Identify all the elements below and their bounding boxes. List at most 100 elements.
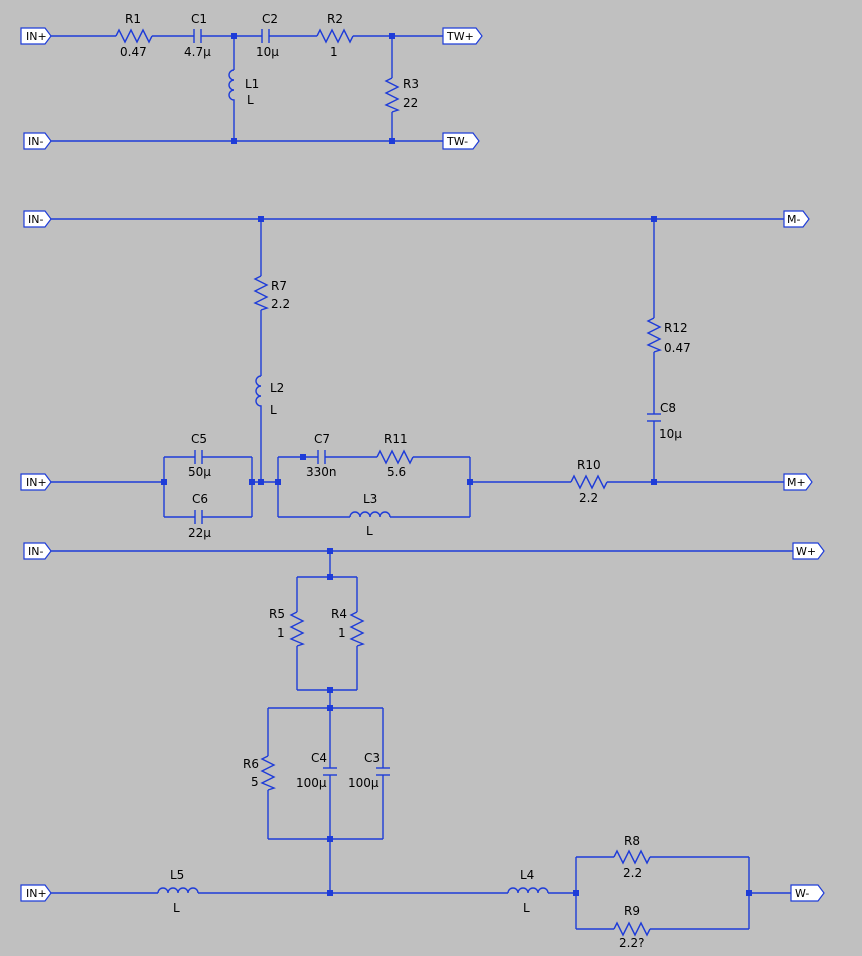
- inductor-l4[interactable]: L4 L: [507, 868, 549, 915]
- r11-value: 5.6: [387, 465, 406, 479]
- port-label: IN-: [28, 135, 43, 148]
- r2-value: 1: [330, 45, 338, 59]
- port-label: TW-: [446, 135, 468, 148]
- woofer-wires: [51, 550, 793, 930]
- port-m-minus[interactable]: M-: [783, 210, 810, 228]
- c4-value: 100μ: [296, 776, 327, 790]
- c6-ref: C6: [192, 492, 208, 506]
- r6-ref: R6: [243, 757, 259, 771]
- port-label: IN+: [26, 30, 47, 43]
- r5-ref: R5: [269, 607, 285, 621]
- capacitor-c8[interactable]: C8 10μ: [647, 401, 682, 441]
- inductor-l2[interactable]: L2 L: [255, 375, 284, 417]
- c3-ref: C3: [364, 751, 380, 765]
- port-w-minus[interactable]: W-: [790, 884, 825, 902]
- c6-value: 22μ: [188, 526, 211, 540]
- r10-value: 2.2: [579, 491, 598, 505]
- capacitor-c3[interactable]: C3 100μ: [348, 751, 390, 790]
- r7-ref: R7: [271, 279, 287, 293]
- l1-ref: L1: [245, 77, 259, 91]
- resistor-r1[interactable]: R1 0.47: [115, 12, 153, 59]
- r8-value: 2.2: [623, 866, 642, 880]
- l5-value: L: [173, 901, 180, 915]
- port-label: IN+: [26, 887, 47, 900]
- resistor-r9[interactable]: R9 2.2?: [613, 904, 651, 950]
- port-w-plus[interactable]: W+: [792, 542, 825, 560]
- r6-value: 5: [251, 775, 259, 789]
- port-label: IN-: [28, 213, 43, 226]
- port-in-minus-woofer[interactable]: IN-: [23, 542, 52, 560]
- capacitor-c7[interactable]: C7 330n: [306, 432, 337, 479]
- r1-value: 0.47: [120, 45, 147, 59]
- woofer-junctions: [327, 548, 752, 896]
- r1-ref: R1: [125, 12, 141, 26]
- resistor-r8[interactable]: R8 2.2: [613, 834, 651, 880]
- capacitor-c6[interactable]: C6 22μ: [188, 492, 211, 540]
- r2-ref: R2: [327, 12, 343, 26]
- inductor-l3[interactable]: L3 L: [349, 492, 391, 538]
- r5-value: 1: [277, 626, 285, 640]
- r8-ref: R8: [624, 834, 640, 848]
- r4-value: 1: [338, 626, 346, 640]
- resistor-r5[interactable]: R5 1: [269, 607, 305, 647]
- l2-ref: L2: [270, 381, 284, 395]
- resistor-r7[interactable]: R7 2.2: [253, 275, 290, 311]
- port-label: M+: [787, 476, 806, 489]
- r12-ref: R12: [664, 321, 688, 335]
- r10-ref: R10: [577, 458, 601, 472]
- c1-ref: C1: [191, 12, 207, 26]
- tweeter-wires: [51, 35, 443, 142]
- port-label: W-: [795, 887, 809, 900]
- c8-ref: C8: [660, 401, 676, 415]
- resistor-r4[interactable]: R4 1: [331, 607, 365, 647]
- resistor-r3[interactable]: R3 22: [384, 77, 419, 113]
- resistor-r6[interactable]: R6 5: [243, 755, 276, 791]
- resistor-r12[interactable]: R12 0.47: [646, 317, 691, 355]
- c4-ref: C4: [311, 751, 327, 765]
- port-in-plus-tweeter[interactable]: IN+: [20, 27, 52, 45]
- mid-wires: [51, 218, 784, 518]
- r12-value: 0.47: [664, 341, 691, 355]
- r7-value: 2.2: [271, 297, 290, 311]
- r4-ref: R4: [331, 607, 347, 621]
- capacitor-c2[interactable]: C2 10μ: [256, 12, 279, 59]
- capacitor-c5[interactable]: C5 50μ: [188, 432, 211, 479]
- resistor-r10[interactable]: R10 2.2: [570, 458, 608, 505]
- inductor-l1[interactable]: L1 L: [228, 69, 259, 107]
- port-label: TW+: [446, 30, 474, 43]
- r9-value: 2.2?: [619, 936, 644, 950]
- l3-ref: L3: [363, 492, 377, 506]
- c1-value: 4.7μ: [184, 45, 211, 59]
- c3-value: 100μ: [348, 776, 379, 790]
- port-in-minus-mid[interactable]: IN-: [23, 210, 52, 228]
- l1-value: L: [247, 93, 254, 107]
- inductor-l5[interactable]: L5 L: [157, 868, 199, 915]
- c5-value: 50μ: [188, 465, 211, 479]
- mid-junctions: [161, 216, 657, 485]
- port-m-plus[interactable]: M+: [783, 473, 813, 491]
- l3-value: L: [366, 524, 373, 538]
- r3-ref: R3: [403, 77, 419, 91]
- c7-ref: C7: [314, 432, 330, 446]
- port-label: IN-: [28, 545, 43, 558]
- l2-value: L: [270, 403, 277, 417]
- capacitor-c4[interactable]: C4 100μ: [296, 751, 337, 790]
- l4-ref: L4: [520, 868, 534, 882]
- port-in-minus-tweeter[interactable]: IN-: [23, 132, 52, 150]
- port-tw-plus[interactable]: TW+: [442, 27, 483, 45]
- c2-ref: C2: [262, 12, 278, 26]
- c2-value: 10μ: [256, 45, 279, 59]
- r3-value: 22: [403, 96, 418, 110]
- r9-ref: R9: [624, 904, 640, 918]
- port-label: M-: [787, 213, 800, 226]
- port-in-plus-woofer[interactable]: IN+: [20, 884, 52, 902]
- l5-ref: L5: [170, 868, 184, 882]
- port-in-plus-mid[interactable]: IN+: [20, 473, 52, 491]
- capacitor-c1[interactable]: C1 4.7μ: [184, 12, 211, 59]
- port-tw-minus[interactable]: TW-: [442, 132, 480, 150]
- c7-value: 330n: [306, 465, 337, 479]
- l4-value: L: [523, 901, 530, 915]
- resistor-r2[interactable]: R2 1: [316, 12, 354, 59]
- resistor-r11[interactable]: R11 5.6: [376, 432, 414, 479]
